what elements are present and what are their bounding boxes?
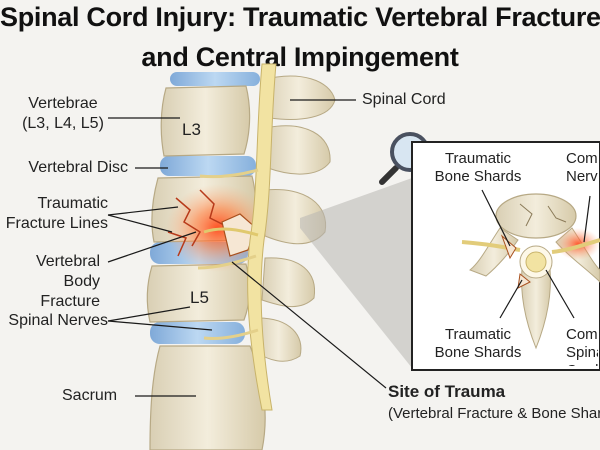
- diagram-title-line-2: and Central Impingement: [141, 42, 459, 72]
- label-spinal-nerves: Spinal Nerves: [8, 312, 108, 329]
- label-vertebral-body-fracture: Vertebral Body Fracture: [35, 253, 100, 310]
- label-site-of-trauma: Site of Trauma: [388, 382, 506, 401]
- spinal-cord: [247, 63, 277, 411]
- inset-leader-lines: [481, 189, 591, 319]
- label-l3: L3: [182, 120, 201, 139]
- label-vertebral-disc: Vertebral Disc: [28, 159, 128, 176]
- axial-vertebra: [461, 193, 600, 350]
- diagram-title-line-1: Spinal Cord Injury: Traumatic Vertebral …: [0, 2, 600, 32]
- label-vertebrae: Vertebrae (L3, L4, L5): [22, 95, 104, 132]
- spinal-nerves: [197, 168, 259, 340]
- label-spinal-cord: Spinal Cord: [362, 91, 446, 108]
- inset-label-compressed-spinal-cord: Compressed Spinal Cord: [566, 326, 598, 366]
- label-sacrum: Sacrum: [62, 387, 118, 404]
- inset-compressed-nerve-wrap: Compressed Nerve: [566, 150, 598, 194]
- inset-label-bone-shards-bottom: Traumatic Bone Shards: [434, 326, 522, 361]
- leader-lines: [107, 99, 387, 397]
- inset-label-compressed-nerve: Compressed Nerve: [566, 150, 598, 185]
- inset-compressed-cord-wrap: Compressed Spinal Cord: [566, 326, 598, 366]
- zoom-projection: [300, 178, 412, 368]
- inset-label-bone-shards-top: Traumatic Bone Shards: [434, 150, 522, 185]
- label-l5: L5: [190, 288, 209, 307]
- label-fracture-lines: Traumatic Fracture Lines: [5, 195, 108, 232]
- label-site-detail-wrap: (Vertebral Fracture & Bone Shards): [388, 404, 600, 424]
- label-site-detail: (Vertebral Fracture & Bone Shards): [388, 405, 600, 422]
